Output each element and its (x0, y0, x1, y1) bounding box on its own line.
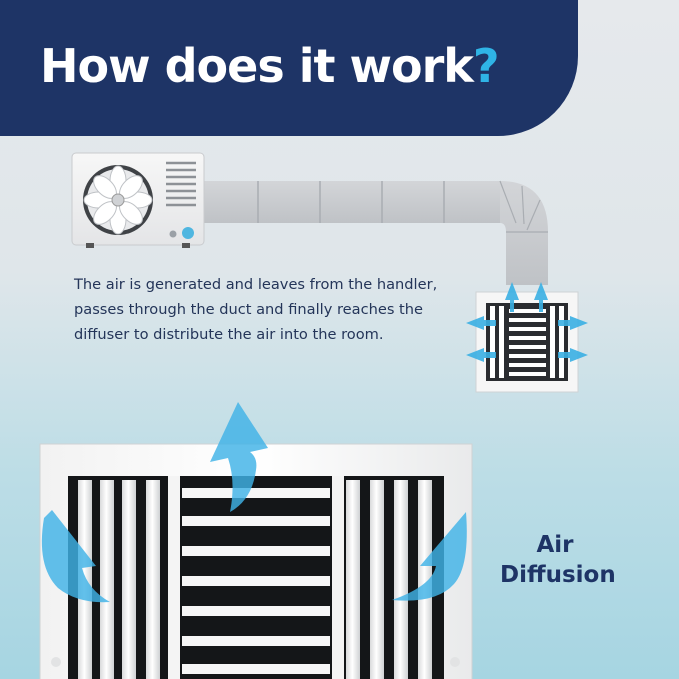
center-post-left (168, 476, 180, 679)
large-airflow-arrows (41, 402, 467, 603)
fan-icon (83, 165, 153, 235)
vent-louvers (166, 161, 196, 207)
horizontal-slats (182, 488, 330, 674)
small-diffuser (475, 291, 579, 393)
center-post-right (332, 476, 344, 679)
header-banner: How does it work? (0, 0, 578, 136)
description-text: The air is generated and leaves from the… (74, 276, 438, 343)
small-airflow-arrows (466, 282, 588, 362)
airflow-arrow-icon (466, 348, 496, 362)
airflow-arrow-icon (210, 402, 268, 512)
airflow-arrow-icon (558, 316, 588, 330)
page-title: How does it work? (40, 36, 500, 96)
title-text: How does it work (40, 39, 474, 93)
airflow-arrow-icon (505, 282, 519, 312)
air-handler-unit (71, 152, 205, 248)
airflow-arrow-icon (41, 510, 110, 603)
right-slats (346, 480, 432, 679)
title-question-mark: ? (472, 39, 500, 93)
airflow-arrow-icon (558, 348, 588, 362)
air-diffusion-label: Air Diffusion (500, 530, 616, 590)
power-light (182, 227, 194, 239)
duct (200, 180, 548, 285)
airflow-arrow-icon (534, 282, 548, 312)
label-line-1: Air (536, 532, 574, 558)
airflow-arrow-icon (392, 512, 467, 601)
airflow-arrow-icon (466, 316, 496, 330)
indicator-dot (169, 230, 177, 238)
label-line-2: Diffusion (500, 562, 616, 588)
screws (51, 657, 460, 667)
